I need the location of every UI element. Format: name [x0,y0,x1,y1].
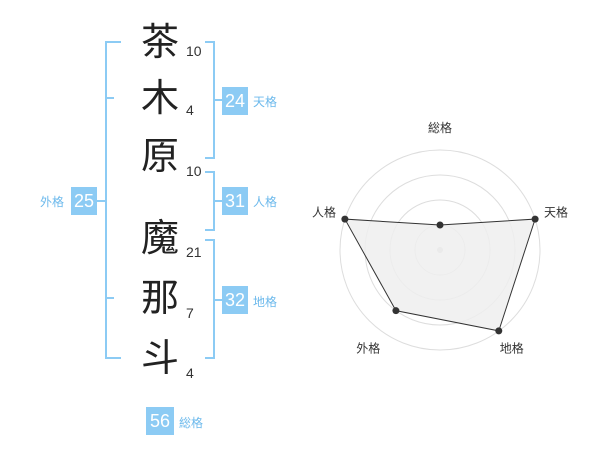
radar-series-polygon [344,218,536,332]
soukaku-label: 総格 [179,416,204,430]
chikaku-label: 地格 [253,295,278,309]
stroke-count-5: 7 [186,305,194,321]
name-char-1: 茶 [140,20,179,64]
name-char-3: 原 [140,134,179,178]
radar-point-5 [341,215,349,223]
jinkaku-badge: 31 [222,187,248,215]
gaikaku-badge: 25 [71,187,97,215]
name-char-4: 魔 [140,216,179,260]
tenkaku-badge: 24 [222,87,248,115]
name-char-2: 木 [140,76,179,120]
radar-axis-label-2: 天格 [544,204,568,219]
radar-point-3 [495,327,503,335]
radar-point-4 [392,307,400,315]
stroke-count-4: 21 [186,244,202,260]
gaikaku-label: 外格 [40,195,65,209]
stroke-count-3: 10 [186,163,202,179]
radar-axis-label-5: 人格 [312,204,336,219]
stroke-count-2: 4 [186,102,194,118]
tenkaku-label: 天格 [253,95,278,109]
stroke-count-1: 10 [186,43,202,59]
radar-point-2 [531,215,539,223]
stroke-count-6: 4 [186,365,194,381]
name-char-6: 斗 [140,336,179,380]
radar-axis-label-3: 地格 [500,341,524,356]
radar-grid-ring [339,149,541,351]
soukaku-badge: 56 [146,407,174,435]
name-char-5: 那 [140,276,179,320]
radar-axis-label-4: 外格 [356,341,380,356]
radar-axis-label-1: 総格 [428,120,452,135]
jinkaku-label: 人格 [253,195,278,209]
radar-point-1 [436,221,444,229]
chikaku-badge: 32 [222,286,248,314]
